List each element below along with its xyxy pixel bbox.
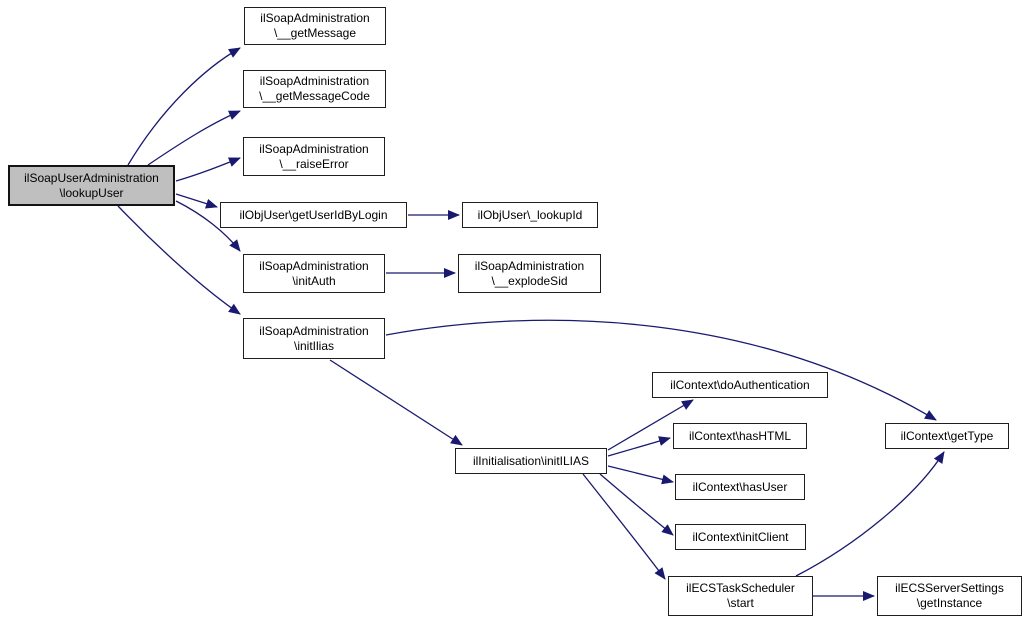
edge-initILIAS-start [582,473,666,580]
node-label: ilContext\hasHTML [688,428,792,443]
node-get-message-code[interactable]: ilSoapAdministration \__getMessageCode [243,70,386,108]
node-label: ilSoapAdministration [260,11,370,25]
edge-initIlias-getType [385,319,937,421]
edge-initILIAS-doAuthentication [607,399,694,451]
node-label: ilContext\getType [900,428,994,443]
node-explode-sid[interactable]: ilSoapAdministration \__explodeSid [458,254,601,293]
node-label: \initIlias [293,338,334,353]
node-get-type[interactable]: ilContext\getType [885,423,1009,449]
node-lookup-user: ilSoapUserAdministration \lookupUser [8,165,175,206]
edge-initILIAS-hasHTML [607,436,671,457]
node-label: \lookupUser [59,185,124,200]
node-label: \__getMessage [273,26,357,40]
node-label: ilSoapUserAdministration [24,170,159,185]
node-init-client[interactable]: ilContext\initClient [675,524,806,550]
node-has-html[interactable]: ilContext\hasHTML [673,423,807,449]
node-label: ilECSServerSettings [895,581,1004,595]
node-label: ilSoapAdministration [474,258,585,273]
edge-lookupUser-initIlias [117,205,241,315]
node-lookup-id[interactable]: ilObjUser\_lookupId [462,202,598,228]
node-get-message[interactable]: ilSoapAdministration \__getMessage [244,7,386,45]
node-init-ilias[interactable]: ilSoapAdministration \initIlias [243,318,385,359]
edge-lookupUser-initAuth [175,200,241,252]
node-label: ilContext\initClient [692,529,789,544]
node-init-ilias-static[interactable]: ilInitialisation\initILIAS [455,448,607,474]
node-init-auth[interactable]: ilSoapAdministration \initAuth [243,254,385,293]
node-label: ilSoapAdministration [259,141,369,156]
node-label: \getInstance [916,596,983,610]
node-get-user-id-by-login[interactable]: ilObjUser\getUserIdByLogin [220,202,407,228]
edge-lookupUser-raiseError [175,157,241,182]
node-label: \__explodeSid [491,273,568,288]
edge-initIlias-initILIAS [329,359,463,446]
node-label: ilContext\doAuthentication [670,377,810,392]
node-label: \__getMessageCode [259,89,370,103]
node-label: ilInitialisation\initILIAS [472,453,590,468]
node-label: \initAuth [292,273,336,288]
node-label: \start [727,596,754,610]
node-label: \__raiseError [279,156,349,171]
node-do-authentication[interactable]: ilContext\doAuthentication [652,372,828,398]
node-label: ilSoapAdministration [259,74,370,88]
node-label: ilSoapAdministration [259,323,369,338]
edge-lookupUser-getMessageCode [147,110,241,166]
edge-lookupUser-getUserIdByLogin [175,193,218,209]
node-label: ilContext\hasUser [692,479,788,494]
edge-initILIAS-hasUser [607,465,674,485]
node-label: ilObjUser\_lookupId [477,207,583,222]
node-has-user[interactable]: ilContext\hasUser [675,474,805,500]
edge-initILIAS-initClient [599,473,674,536]
edge-start-getType [795,451,945,577]
node-ecs-server-settings-get-instance[interactable]: ilECSServerSettings \getInstance [877,576,1022,616]
edge-lookupUser-getMessage [127,47,241,166]
node-label: ilECSTaskScheduler [686,581,795,595]
node-raise-error[interactable]: ilSoapAdministration \__raiseError [243,137,385,176]
node-label: ilObjUser\getUserIdByLogin [239,207,388,222]
node-ecs-task-scheduler-start[interactable]: ilECSTaskScheduler \start [668,576,813,616]
node-label: ilSoapAdministration [259,258,369,273]
